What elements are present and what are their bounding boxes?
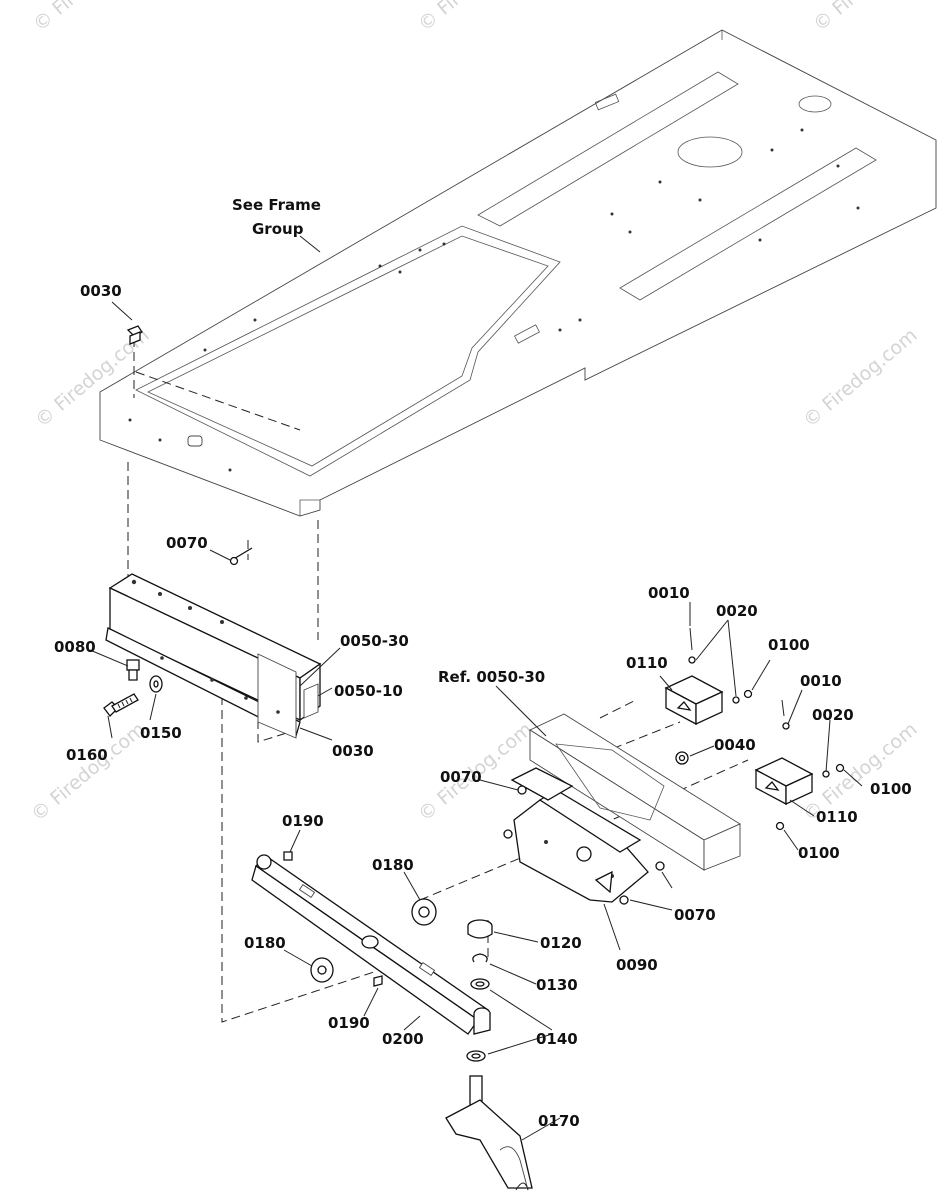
callout-0140: 0140 xyxy=(536,1030,578,1048)
callout-0100-c: 0100 xyxy=(798,844,840,862)
leader-lines xyxy=(89,235,863,1141)
cap-0120 xyxy=(467,919,493,939)
callout-0070-top: 0070 xyxy=(166,534,208,552)
callout-labels: See Frame Group Ref. 0050-30 0030 0070 0… xyxy=(54,196,912,1130)
callout-0040: 0040 xyxy=(714,736,756,754)
washer-0140-top xyxy=(470,978,490,990)
see-frame-note-line2: Group xyxy=(252,220,304,238)
retaining-ring-0130 xyxy=(472,953,488,963)
axle-support-bracket xyxy=(105,573,322,739)
callout-0150: 0150 xyxy=(140,724,182,742)
callout-0190-bottom: 0190 xyxy=(328,1014,370,1032)
callout-0070-mid: 0070 xyxy=(440,768,482,786)
callout-0180-left: 0180 xyxy=(244,934,286,952)
callout-0010-a: 0010 xyxy=(648,584,690,602)
bushing-0180-left xyxy=(310,957,334,983)
frame-holes xyxy=(128,128,860,472)
callout-0110-a: 0110 xyxy=(626,654,668,672)
callout-0020-a: 0020 xyxy=(716,602,758,620)
callout-0110-b: 0110 xyxy=(816,808,858,826)
see-frame-note: See Frame xyxy=(232,196,321,214)
bolt-0070-group xyxy=(503,785,665,905)
bearing-block-0110-a xyxy=(664,627,753,726)
watermark: © Firedog.com xyxy=(799,324,921,432)
nut-0040 xyxy=(675,751,689,765)
bolt-0080 xyxy=(126,659,140,681)
callout-0180-right: 0180 xyxy=(372,856,414,874)
callout-0050-10: 0050-10 xyxy=(334,682,403,700)
grease-fitting-0190-bottom xyxy=(373,975,383,987)
caster-fork-0170 xyxy=(445,1075,533,1191)
watermark: © Firedog.com xyxy=(27,718,149,826)
callout-0050-30: 0050-30 xyxy=(340,632,409,650)
callout-0190-top: 0190 xyxy=(282,812,324,830)
grease-fitting-0190-top xyxy=(283,851,293,861)
ref-bracket-0050-30 xyxy=(529,713,741,871)
callout-0100-b: 0100 xyxy=(870,780,912,798)
callout-0090: 0090 xyxy=(616,956,658,974)
callout-0030-top: 0030 xyxy=(80,282,122,300)
ref-bracket-label: Ref. 0050-30 xyxy=(438,668,545,686)
watermark: © Firedog.com xyxy=(29,0,151,36)
callout-0170: 0170 xyxy=(538,1112,580,1130)
watermark: © Firedog.com xyxy=(809,0,931,36)
washer-0140-bottom xyxy=(466,1050,486,1062)
frame-reference xyxy=(99,29,937,517)
bolt-0070 xyxy=(229,547,253,566)
callout-0120: 0120 xyxy=(540,934,582,952)
bolt-0160 xyxy=(103,693,139,717)
plate-0090 xyxy=(510,767,649,903)
callout-0020-b: 0020 xyxy=(812,706,854,724)
callout-0080: 0080 xyxy=(54,638,96,656)
bolt-0030 xyxy=(126,325,143,345)
callout-0160: 0160 xyxy=(66,746,108,764)
callout-0200: 0200 xyxy=(382,1030,424,1048)
callout-0070-right: 0070 xyxy=(674,906,716,924)
washer-0150 xyxy=(149,675,163,693)
callout-0010-b: 0010 xyxy=(800,672,842,690)
bushing-0180-right xyxy=(411,898,437,926)
callout-0130: 0130 xyxy=(536,976,578,994)
callout-0030-bottom: 0030 xyxy=(332,742,374,760)
watermark: © Firedog.com xyxy=(414,0,536,36)
callout-0100-a: 0100 xyxy=(768,636,810,654)
bearing-block-0110-b xyxy=(754,699,845,831)
front-axle-0200 xyxy=(251,854,491,1035)
